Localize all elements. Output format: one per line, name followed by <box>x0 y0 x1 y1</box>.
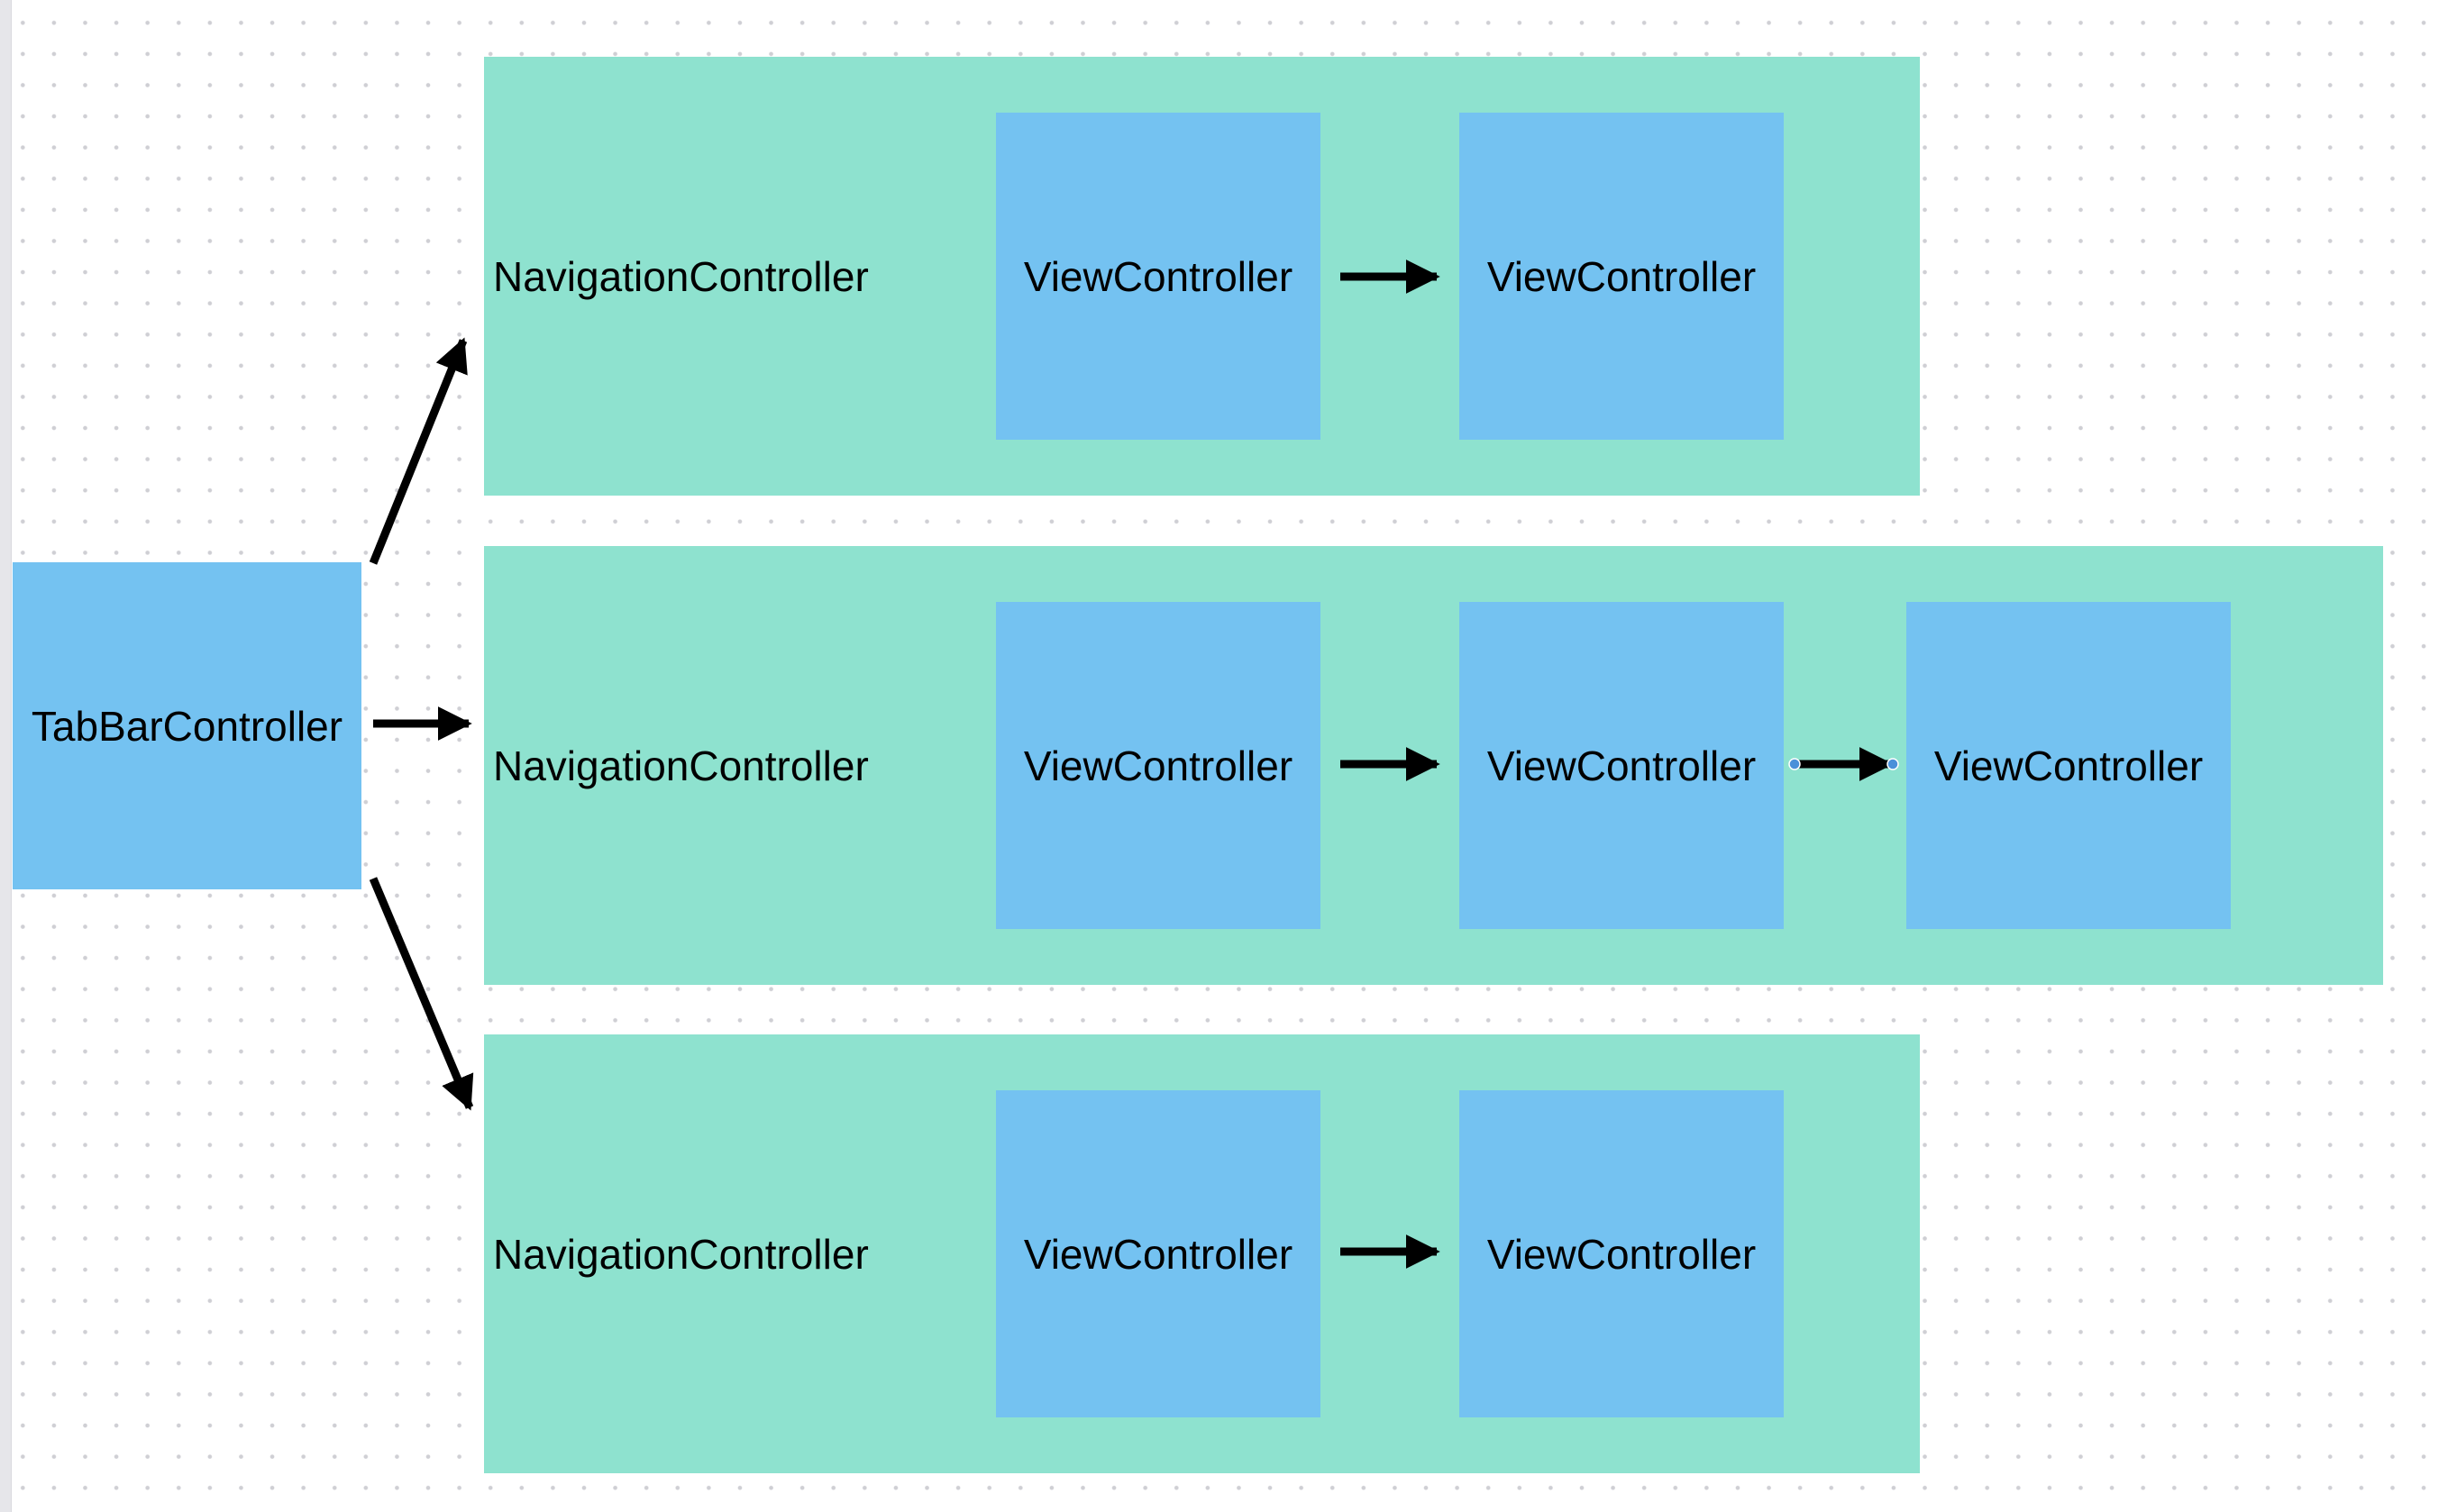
view-controller-node[interactable]: ViewController <box>1459 602 1784 929</box>
navigation-controller-node-1[interactable]: NavigationController ViewController View… <box>484 57 1920 496</box>
view-controller-node[interactable]: ViewController <box>996 1090 1320 1417</box>
navigation-controller-label: NavigationController <box>493 252 869 300</box>
navigation-controller-label: NavigationController <box>493 1230 869 1278</box>
navigation-controller-label: NavigationController <box>493 742 869 789</box>
tab-to-nav-3-arrow[interactable] <box>369 877 474 1111</box>
navigation-controller-node-2[interactable]: NavigationController ViewController View… <box>484 546 2383 985</box>
view-controller-node[interactable]: ViewController <box>1459 1090 1784 1417</box>
tab-bar-controller-node[interactable]: TabBarController <box>13 562 361 889</box>
canvas-left-edge <box>0 0 12 1512</box>
view-controller-node[interactable]: ViewController <box>1459 113 1784 440</box>
view-controller-node[interactable]: ViewController <box>996 602 1320 929</box>
tab-to-nav-1-arrow[interactable] <box>369 337 468 565</box>
view-controller-node[interactable]: ViewController <box>996 113 1320 440</box>
view-controller-node[interactable]: ViewController <box>1906 602 2231 929</box>
navigation-controller-node-3[interactable]: NavigationController ViewController View… <box>484 1034 1920 1473</box>
